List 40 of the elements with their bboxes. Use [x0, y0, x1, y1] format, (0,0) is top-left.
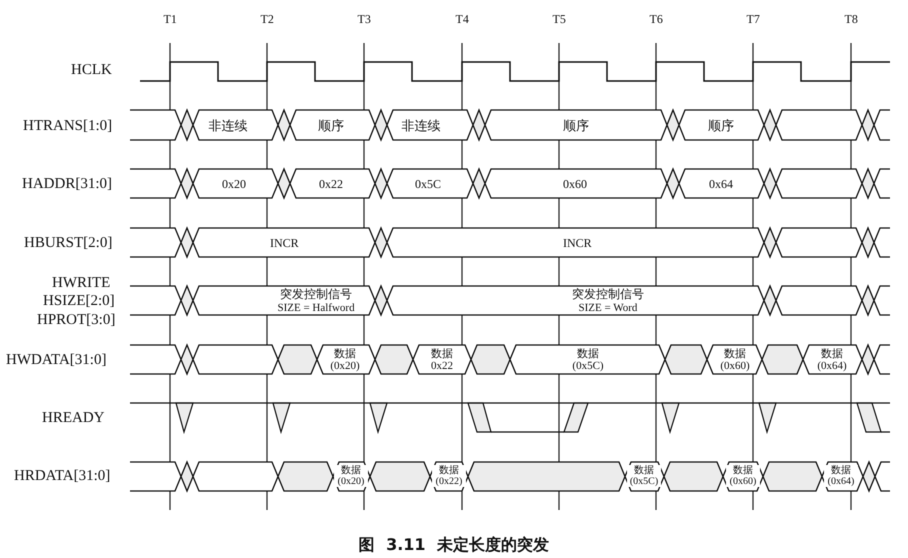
signal-name: HPROT[3:0]	[37, 312, 116, 328]
bus-value: 非连续	[402, 119, 440, 134]
signal-name: HWDATA[31:0]	[6, 352, 106, 368]
bus-value: INCR	[563, 236, 592, 250]
signal-name: HTRANS[1:0]	[23, 118, 112, 134]
time-label: T1	[164, 12, 177, 26]
signal-name: HSIZE[2:0]	[43, 292, 115, 309]
time-label: T8	[844, 12, 858, 26]
time-label: T7	[746, 12, 760, 26]
signal-name: HBURST[2:0]	[24, 234, 112, 251]
bus-value: 数据 (0x5C)	[627, 465, 661, 487]
bus-value: 0x22	[319, 178, 343, 191]
bus-value: 顺序	[563, 119, 589, 134]
time-label: T3	[358, 12, 371, 26]
time-label: T4	[456, 12, 469, 26]
bus-value: 突发控制信号	[572, 288, 644, 301]
time-label: T2	[260, 12, 274, 26]
bus-value: 0x5C	[415, 178, 442, 191]
signal-name: HWRITE	[52, 274, 110, 291]
bus-value: 突发控制信号	[280, 288, 352, 301]
bus-value: SIZE = Halfword	[278, 302, 355, 314]
bus-value: SIZE = Word	[578, 302, 638, 314]
bus-value: 数据 (0x60)	[726, 465, 760, 487]
signal-name: HCLK	[71, 62, 112, 78]
bus-value: 顺序	[318, 119, 344, 134]
signal-name: HADDR[31:0]	[22, 176, 112, 192]
bus-value: 0x60	[563, 178, 587, 191]
bus-value: INCR	[270, 236, 299, 250]
caption: 图 3.11 未定长度的突发	[358, 536, 550, 554]
bus-value: 非连续	[208, 119, 248, 134]
bus-value: 0x20	[222, 178, 246, 191]
bus-value: 0x64	[709, 178, 733, 191]
bus-value: 顺序	[708, 119, 734, 134]
time-label: T6	[650, 12, 663, 26]
time-label: T5	[552, 12, 566, 26]
signal-name: HREADY	[42, 410, 104, 426]
bus-value: 数据 (0x20)	[334, 465, 368, 487]
bus-value: 数据 (0x64)	[824, 465, 858, 487]
bus-value: 数据 (0x22)	[432, 465, 466, 487]
signal-name: HRDATA[31:0]	[14, 468, 110, 484]
